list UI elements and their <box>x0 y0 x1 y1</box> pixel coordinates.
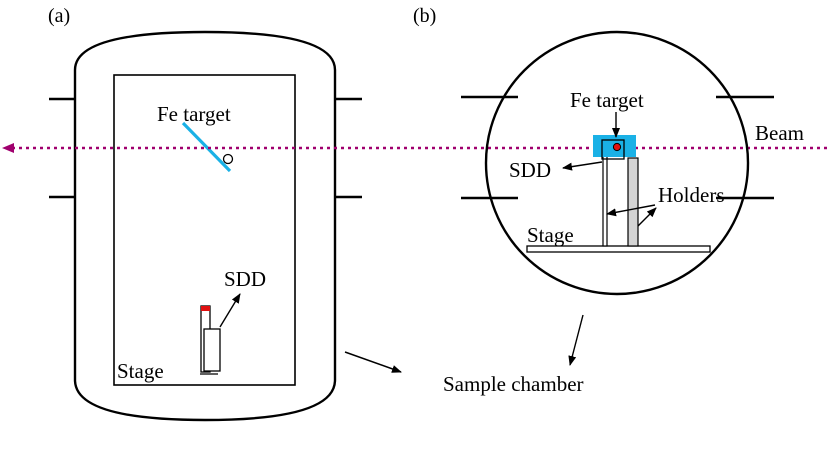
sample-chamber-caption: Sample chamber <box>443 372 584 396</box>
stage-label-a: Stage <box>117 359 164 383</box>
panel-b: (b) Stage Fe target SDD Holders Beam <box>413 5 804 296</box>
holder-left <box>602 151 608 247</box>
fe-target-label-a: Fe target <box>157 102 231 126</box>
chamber-cross-section <box>484 30 750 296</box>
stage-plate <box>526 245 711 253</box>
holder-right <box>627 157 639 247</box>
sdd-frame-b <box>601 139 625 160</box>
chamber-outline <box>73 30 337 422</box>
holders-pointer-right <box>637 207 657 227</box>
sdd-pointer-b <box>562 161 603 171</box>
beam-label: Beam <box>755 121 804 145</box>
fe-target-label-b: Fe target <box>570 88 644 112</box>
panel-b-label: (b) <box>413 5 436 27</box>
sdd-label-a: SDD <box>224 267 266 291</box>
beam <box>2 143 830 153</box>
stage-label-b: Stage <box>527 223 574 247</box>
sdd-detector-tip <box>201 306 210 311</box>
chamber-inner-frame <box>113 74 296 386</box>
zoom-arrow <box>344 351 402 373</box>
beam-arrowhead <box>2 143 14 153</box>
sdd-housing <box>203 328 221 372</box>
panel-a-label: (a) <box>48 5 70 27</box>
sample-spot <box>222 153 234 165</box>
holders-pointer-left <box>606 204 656 217</box>
fe-target-plate <box>181 121 232 173</box>
panel-a: (a) Fe target SDD Stage <box>48 5 362 422</box>
sdd-label-b: SDD <box>509 158 551 182</box>
sdd-pointer-a <box>219 293 241 328</box>
sdd-spot-b <box>612 142 622 152</box>
holders-label: Holders <box>658 183 725 207</box>
caption-pointer <box>568 314 584 366</box>
